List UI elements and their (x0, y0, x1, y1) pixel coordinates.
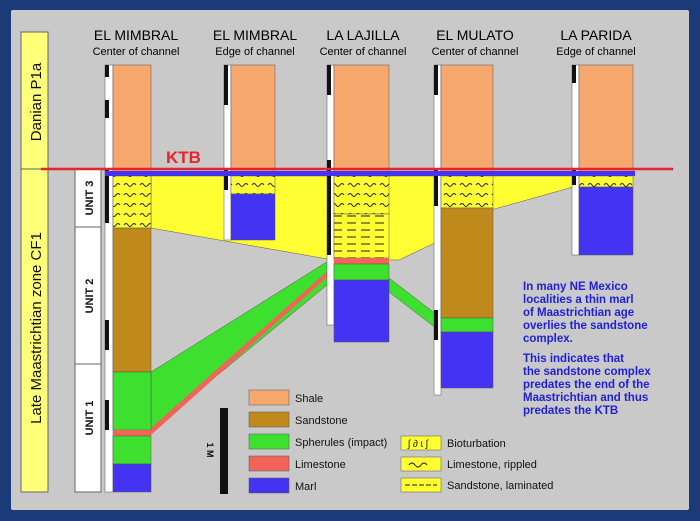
unit1-label: UNIT 1 (84, 401, 96, 436)
legend-label-marl: Marl (295, 481, 316, 493)
col2-name: EL MIMBRAL (213, 27, 297, 43)
column-el-mimbral-edge (223, 64, 276, 241)
legend-swatch-sandstone (248, 411, 290, 428)
danian-label: Danian P1a (28, 62, 45, 141)
col5-position: Edge of channel (556, 46, 636, 58)
note-p2-line3: predates the end of the (523, 379, 650, 391)
unit2-label: UNIT 2 (84, 279, 96, 314)
note-text: In many NE Mexico localities a thin marl… (523, 281, 651, 417)
scale-bar (220, 408, 228, 494)
legend-swatches: Shale Sandstone Spherules (impact) Limes… (248, 389, 387, 494)
legend-swatch-rippled (400, 456, 442, 472)
note-p1-line3: of Maastrichtian age (523, 307, 634, 319)
sandstone-wedge-right (490, 175, 574, 211)
col1-position: Center of channel (93, 46, 180, 58)
unit3-label: UNIT 3 (84, 181, 96, 216)
col4-position: Center of channel (432, 46, 519, 58)
unit2-box (74, 226, 102, 365)
legend-label-sandstone: Sandstone (295, 415, 348, 427)
maastrichtian-zone-box (20, 168, 49, 493)
legend-swatch-spherules (248, 433, 290, 450)
legend-swatch-bioturbation (400, 435, 442, 451)
col3-name: LA LAJILLA (326, 27, 400, 43)
maastrichtian-label: Late Maastrichtian zone CF1 (28, 232, 45, 424)
column-el-mulato-center (433, 64, 494, 396)
col4-name: EL MULATO (436, 27, 514, 43)
note-p2-line2: the sandstone complex (523, 366, 651, 378)
col5-name: LA PARIDA (560, 27, 632, 43)
svg-text:ʃ ∂ ɩ ʃ: ʃ ∂ ɩ ʃ (407, 439, 429, 450)
note-p1-line1: In many NE Mexico (523, 281, 628, 293)
column-la-parida-edge (571, 64, 634, 256)
stratigraphic-diagram: Danian P1a Late Maastrichtian zone CF1 U… (20, 27, 673, 494)
ktb-label: KTB (166, 148, 201, 167)
note-p2-line4: Maastrichtian and thus (523, 392, 648, 404)
col2-position: Edge of channel (215, 46, 295, 58)
legend-swatch-shale (248, 389, 290, 406)
legend-label-spherules: Spherules (impact) (295, 437, 387, 449)
note-p1-line4: overlies the sandstone (523, 320, 648, 332)
legend-patterns: ʃ ∂ ɩ ʃ Bioturbation Limestone, rippled … (400, 435, 553, 493)
legend-label-shale: Shale (295, 393, 323, 405)
scale-label: 1 M (205, 442, 215, 457)
legend-label-laminated: Sandstone, laminated (447, 480, 553, 492)
col3-position: Center of channel (320, 46, 407, 58)
ktb-marl-layer (105, 171, 635, 176)
legend-swatch-marl (248, 477, 290, 494)
danian-zone-box (20, 31, 49, 170)
legend-label-limestone: Limestone (295, 459, 346, 471)
column-la-lajilla-center (326, 64, 390, 343)
column-el-mimbral-center (104, 64, 152, 493)
note-p2-line1: This indicates that (523, 353, 624, 365)
legend-label-bioturbation: Bioturbation (447, 438, 506, 450)
spherules-band-right (388, 277, 442, 333)
col1-name: EL MIMBRAL (94, 27, 178, 43)
legend-label-rippled: Limestone, rippled (447, 459, 537, 471)
note-p1-line2: localities a thin marl (523, 294, 634, 306)
note-p2-line5: predates the KTB (523, 405, 618, 417)
unit1-box (74, 363, 102, 493)
note-p1-line5: complex. (523, 333, 573, 345)
limestone-band-left (151, 266, 333, 435)
legend-swatch-limestone (248, 455, 290, 472)
diagram-frame: Danian P1a Late Maastrichtian zone CF1 U… (11, 10, 689, 510)
